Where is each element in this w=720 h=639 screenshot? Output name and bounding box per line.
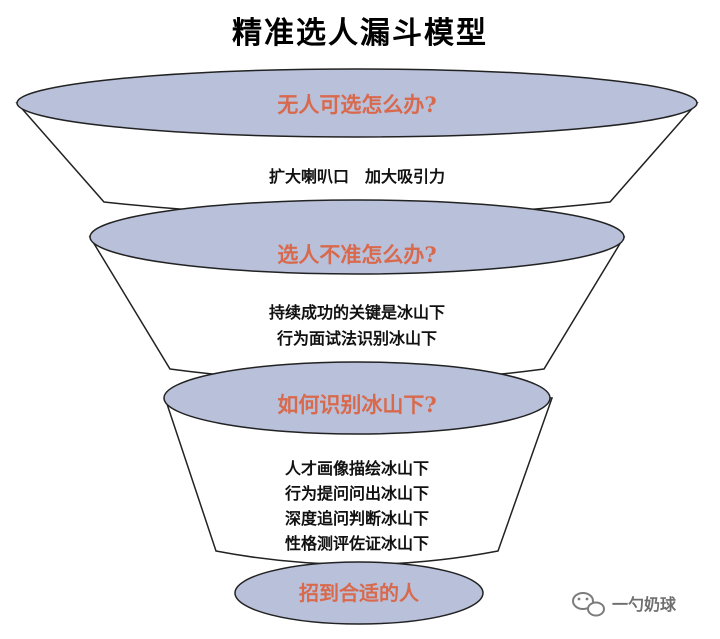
funnel-result: 招到合适的人 — [234, 561, 484, 625]
stage-3-answer-3: 深度追问判断冰山下 — [285, 509, 429, 528]
result-ellipse — [234, 561, 484, 625]
stage-1-answer-1: 扩大喇叭口 加大吸引力 — [269, 167, 445, 186]
funnel-tier-1-rim — [16, 68, 698, 138]
page-title: 精准选人漏斗模型 — [232, 16, 488, 51]
funnel-tier-1: 无人可选怎么办? 扩大喇叭口 加大吸引力 — [15, 68, 699, 217]
stage-3-answer-1: 人才画像描绘冰山下 — [285, 459, 429, 478]
funnel-tier-3-rim — [163, 361, 551, 435]
stage-3-question: 如何识别冰山下? — [277, 392, 436, 417]
stage-3-answer-4: 性格测评佐证冰山下 — [285, 534, 429, 553]
stage-3-answer-2: 行为提问问出冰山下 — [284, 484, 429, 503]
wechat-icon — [572, 592, 605, 617]
stage-2-question: 选人不准怎么办? — [277, 242, 436, 267]
stage-1-question: 无人可选怎么办? — [277, 92, 436, 117]
stage-2-answer-2: 行为面试法识别冰山下 — [276, 329, 437, 348]
watermark-text: 一勺奶球 — [612, 595, 677, 614]
funnel-tier-2-rim — [89, 199, 625, 275]
stage-2-answer-1: 持续成功的关键是冰山下 — [269, 303, 445, 322]
funnel-tier-3: 如何识别冰山下? 人才画像描绘冰山下 行为提问问出冰山下 深度追问判断冰山下 性… — [163, 361, 554, 566]
funnel-tier-2: 选人不准怎么办? 持续成功的关键是冰山下 行为面试法识别冰山下 — [88, 199, 626, 383]
watermark: 一勺奶球 — [572, 592, 677, 617]
result-text: 招到合适的人 — [299, 581, 420, 605]
